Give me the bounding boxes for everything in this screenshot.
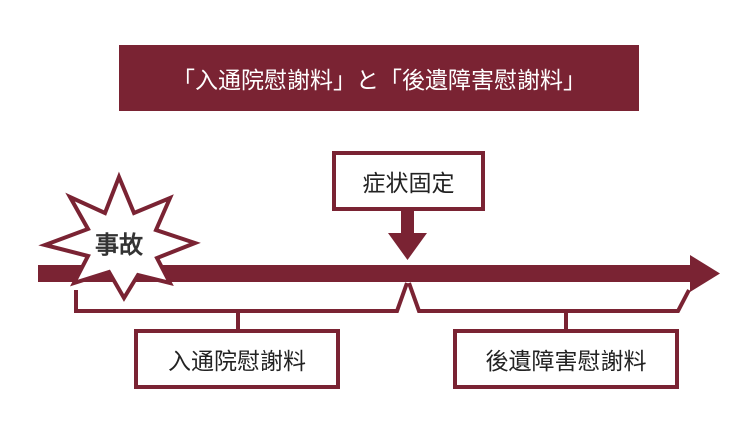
symptom-fixation-label: 症状固定 [362,171,455,197]
symptom-fixation-box: 症状固定 [332,151,485,211]
title-banner: 「入通院慰謝料」と「後遺障害慰謝料」 [119,45,639,111]
timeline-arrow [38,255,720,292]
timeline-shaft [38,265,693,282]
accident-burst-icon [38,171,201,302]
timeline-arrowhead [690,255,720,292]
aftereffect-consolation-label: 後遺障害慰謝料 [485,349,647,375]
hospitalization-bracket [74,282,409,331]
aftereffect-consolation-box: 後遺障害慰謝料 [453,329,679,389]
hospitalization-consolation-box: 入通院慰謝料 [134,329,340,389]
aftereffect-bracket [407,282,691,331]
accident-label: 事故 [95,230,143,259]
hospitalization-consolation-label: 入通院慰謝料 [168,349,306,375]
fixation-down-arrow [388,209,427,260]
title-text: 「入通院慰謝料」と「後遺障害慰謝料」 [172,68,586,94]
